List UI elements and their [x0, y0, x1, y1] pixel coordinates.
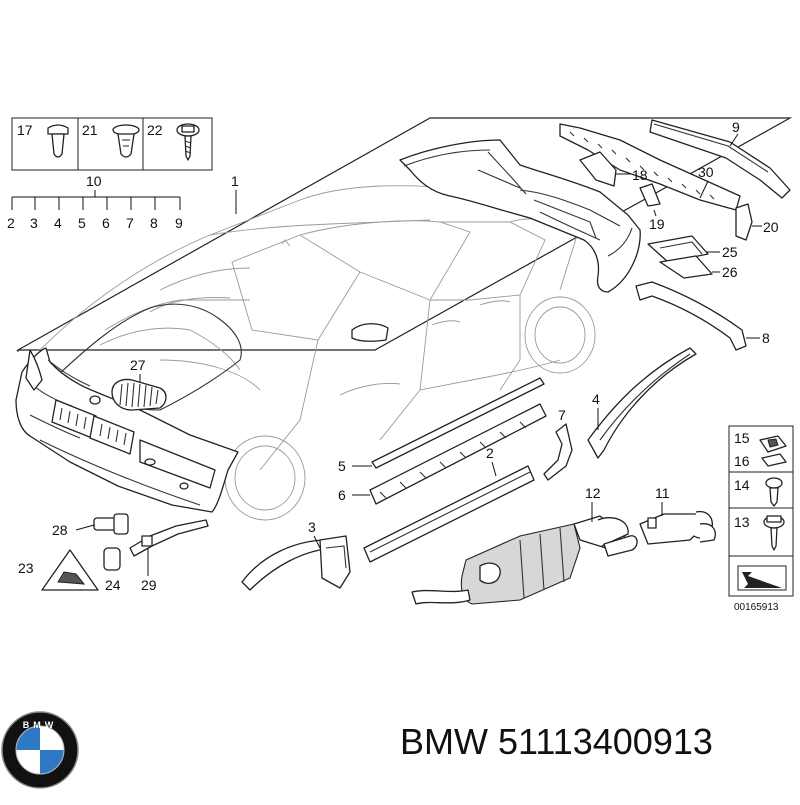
arrow-sign-icon	[737, 565, 787, 591]
callout-26: 26	[722, 264, 738, 280]
bracket-20-part: 20	[735, 203, 779, 241]
wheel-arch-4-part: 4	[587, 347, 697, 459]
callout-7-list: 7	[126, 215, 134, 231]
bmw-logo-letters: BMW	[23, 720, 58, 730]
car-body-outline	[39, 185, 601, 521]
reflector-25-26-part: 25 26	[647, 235, 738, 280]
clip-21-icon	[112, 124, 140, 158]
callout-3: 3	[308, 519, 316, 535]
screw-22-icon	[176, 123, 200, 161]
callout-5: 5	[338, 458, 346, 474]
callout-8-list: 8	[150, 215, 158, 231]
bracket-19-part: 19	[639, 183, 665, 232]
callout-12: 12	[585, 485, 601, 501]
drawing-id: 00165913	[734, 602, 779, 613]
callout-19: 19	[649, 216, 665, 232]
trim-7-part: 7	[543, 407, 573, 481]
wheel-arch-3-part: 3	[241, 519, 351, 591]
rail-9-part: 9	[649, 119, 791, 199]
bracket-18-part: 18	[579, 151, 648, 187]
exhaust-tips-11-part: 11	[639, 485, 716, 545]
callout-9-top: 9	[732, 119, 740, 135]
callout-9-list: 9	[175, 215, 183, 231]
callout-6: 6	[338, 487, 346, 503]
callout-2-list: 2	[7, 215, 15, 231]
callout-27: 27	[130, 357, 146, 373]
sensor-holder-24-part: 24	[103, 547, 121, 593]
callout-20: 20	[763, 219, 779, 235]
callout-11: 11	[655, 485, 670, 501]
exhaust-muffler-part: 12	[411, 485, 638, 605]
callout-2: 2	[486, 445, 494, 461]
rear-bumper-part	[399, 139, 641, 293]
callout-29: 29	[141, 577, 157, 593]
screw-13-icon	[763, 515, 785, 551]
wiring-29-part: 29	[129, 519, 209, 593]
brand-name: BMW	[400, 721, 488, 762]
callout-4-list: 4	[54, 215, 62, 231]
callout-17: 17	[17, 122, 33, 138]
bracket-8-part: 8	[635, 281, 770, 351]
callout-6-list: 6	[102, 215, 110, 231]
callout-18: 18	[632, 167, 648, 183]
callout-22: 22	[147, 122, 163, 138]
clip-17-icon	[47, 124, 69, 158]
callout-14: 14	[734, 477, 750, 493]
fastener-box-right: 15 16 14 13 00165913	[728, 425, 794, 613]
warning-label-23-part: 23	[18, 549, 99, 591]
callout-28: 28	[52, 522, 68, 538]
grille-27-part: 27	[111, 357, 167, 411]
nut-16-icon	[761, 453, 787, 467]
callout-15: 15	[734, 430, 750, 446]
clip-15-icon	[759, 435, 787, 453]
diagram-frame	[15, 117, 793, 351]
callout-30: 30	[698, 164, 714, 180]
sensor-28-part: 28	[52, 513, 129, 538]
callout-8: 8	[762, 330, 770, 346]
part-number: 51113400913	[497, 721, 713, 762]
bmw-emblem-small-icon	[89, 395, 101, 405]
callout-5-list: 5	[78, 215, 86, 231]
front-bumper-part	[15, 347, 239, 513]
callout-3-list: 3	[30, 215, 38, 231]
bmw-logo: BMW	[1, 711, 79, 789]
callout-13: 13	[734, 514, 750, 530]
side-skirt-2-part: 2	[363, 445, 535, 563]
callout-21: 21	[82, 122, 98, 138]
callout-23: 23	[18, 560, 34, 576]
callout-24: 24	[105, 577, 121, 593]
callout-10: 10	[86, 173, 102, 189]
callout-1: 1	[231, 173, 239, 189]
fastener-box: 17 21 22	[11, 117, 213, 171]
assembly-10-group: 10 2 3 4 5 6 7 8 9	[7, 173, 183, 231]
callout-25: 25	[722, 244, 738, 260]
screw-14-icon	[765, 477, 783, 507]
callout-16: 16	[734, 453, 750, 469]
side-sill-6-part: 6	[338, 403, 547, 505]
side-trim-5-part: 5	[338, 377, 545, 474]
callout-4: 4	[592, 391, 600, 407]
callout-7: 7	[558, 407, 566, 423]
